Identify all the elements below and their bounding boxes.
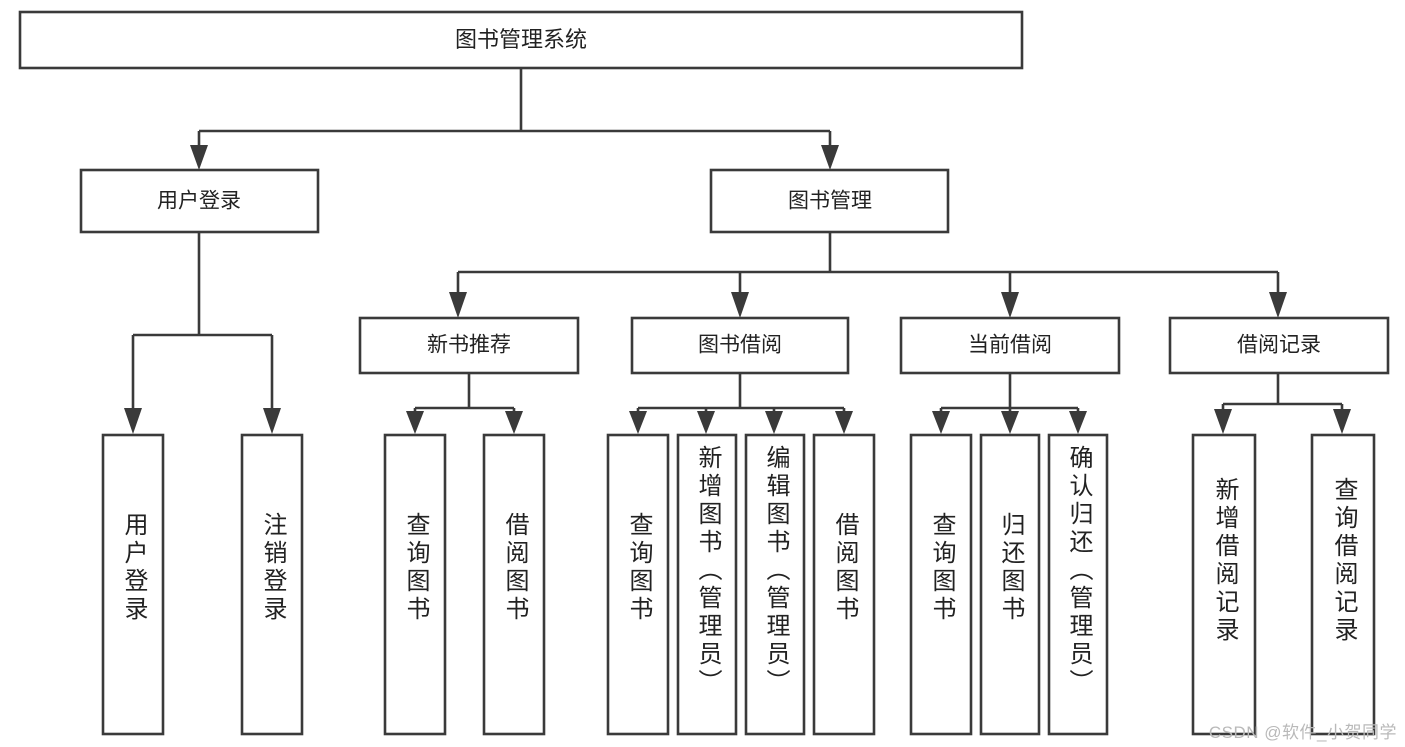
- arrow-head-leaf-user-login-1: [124, 408, 142, 434]
- node-root-box[interactable]: [18, 10, 1024, 70]
- node-borrow-record[interactable]: 借阅记录: [1168, 316, 1390, 375]
- arrow-head-new-book-2: [505, 411, 523, 434]
- node-current-borrow-box[interactable]: [899, 316, 1121, 375]
- leaf-box-book-borrow-4[interactable]: [812, 433, 876, 736]
- arrow-head-book-borrow-2: [697, 411, 715, 434]
- node-book-manage-box[interactable]: [709, 168, 950, 234]
- node-new-book-recommend-box[interactable]: [358, 316, 580, 375]
- node-user-login-label: 用户登录: [157, 190, 241, 213]
- arrow-head-current-borrow-1: [932, 411, 950, 434]
- arrow-head-book-manage: [821, 145, 839, 170]
- leaf-box-new-book-1[interactable]: [383, 433, 447, 736]
- leaf-box-current-borrow-1[interactable]: [909, 433, 973, 736]
- arrow-head-current-borrow-2: [1001, 411, 1019, 434]
- node-root[interactable]: 图书管理系统: [18, 10, 1024, 70]
- node-current-borrow[interactable]: 当前借阅: [899, 316, 1121, 375]
- node-book-borrow-label: 图书借阅: [698, 334, 782, 357]
- node-borrow-record-label: 借阅记录: [1237, 334, 1321, 357]
- arrow-head-book-borrow-1: [629, 411, 647, 434]
- node-user-login-box[interactable]: [79, 168, 320, 234]
- watermark-text: CSDN @软件_小贺同学: [1208, 723, 1397, 742]
- node-new-book-recommend-label: 新书推荐: [427, 334, 511, 357]
- arrow-head-borrow-record-2: [1333, 409, 1351, 434]
- arrow-head-level3-1: [449, 292, 467, 318]
- leaf-box-new-book-2[interactable]: [482, 433, 546, 736]
- arrow-head-user-login: [190, 145, 208, 170]
- node-current-borrow-label: 当前借阅: [968, 334, 1052, 357]
- arrow-head-book-borrow-4: [835, 411, 853, 434]
- node-new-book-recommend[interactable]: 新书推荐: [358, 316, 580, 375]
- node-book-borrow-box[interactable]: [630, 316, 850, 375]
- leaf-box-borrow-record-1[interactable]: [1191, 433, 1257, 736]
- arrow-head-level3-2: [731, 292, 749, 318]
- node-book-manage-label: 图书管理: [788, 190, 872, 213]
- node-borrow-record-box[interactable]: [1168, 316, 1390, 375]
- arrow-head-level3-3: [1001, 292, 1019, 318]
- leaf-box-book-borrow-3[interactable]: [744, 433, 806, 736]
- leaf-box-current-borrow-2[interactable]: [979, 433, 1041, 736]
- leaf-box-layer: [101, 433, 1376, 736]
- leaf-box-book-borrow-1[interactable]: [606, 433, 670, 736]
- leaf-box-borrow-record-2[interactable]: [1310, 433, 1376, 736]
- arrow-head-level3-4: [1269, 292, 1287, 318]
- leaf-box-current-borrow-3[interactable]: [1047, 433, 1109, 736]
- leaf-box-user-login-2[interactable]: [240, 433, 304, 736]
- leaf-box-book-borrow-2[interactable]: [676, 433, 738, 736]
- node-root-label: 图书管理系统: [455, 27, 587, 52]
- arrow-head-book-borrow-3: [765, 411, 783, 434]
- arrow-head-current-borrow-3: [1069, 411, 1087, 434]
- leaf-box-user-login-1[interactable]: [101, 433, 165, 736]
- arrow-head-new-book-1: [406, 411, 424, 434]
- arrow-head-borrow-record-1: [1214, 409, 1232, 434]
- arrow-head-leaf-user-login-2: [263, 408, 281, 434]
- node-book-borrow[interactable]: 图书借阅: [630, 316, 850, 375]
- node-user-login[interactable]: 用户登录: [79, 168, 320, 234]
- node-book-manage[interactable]: 图书管理: [709, 168, 950, 234]
- connector-layer: [124, 68, 1351, 434]
